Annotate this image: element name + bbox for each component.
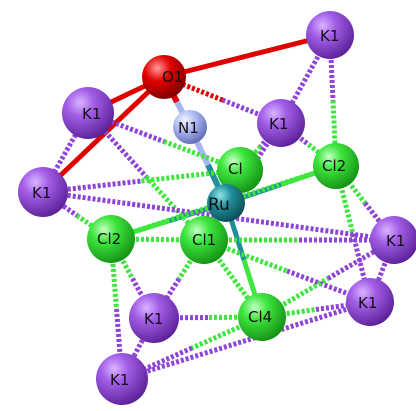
atom-k1g (129, 293, 179, 343)
bond-cl4-k1f-a (261, 307, 317, 320)
atom-label-ru: Ru (208, 195, 230, 215)
atom-k1f (346, 278, 394, 326)
atom-label-n1: N1 (178, 119, 199, 137)
atom-label-k1g: K1 (144, 310, 163, 328)
bond-cl4-k1g-a (207, 314, 263, 320)
atom-label-cl2l: Cl2 (97, 230, 121, 248)
atom-label-k1e: K1 (386, 232, 405, 250)
bond-o1-k1d (41, 75, 166, 194)
atom-cl3 (217, 147, 263, 193)
bond-k1b-cl1-a (86, 111, 148, 179)
atom-n1 (173, 110, 207, 144)
atom-k1e (370, 216, 416, 264)
atom-label-k1d: K1 (32, 184, 51, 202)
atom-k1c (257, 99, 305, 147)
atom-k1d (18, 167, 68, 217)
atom-label-k1h: K1 (110, 371, 129, 389)
atom-k1h (96, 353, 148, 405)
atom-o1 (142, 55, 186, 99)
bond-cl2l-k1h-b (114, 308, 125, 380)
atom-ru (207, 184, 245, 222)
atom-cl4 (238, 293, 286, 341)
bond-o1-k1a (163, 32, 331, 80)
atom-k1b (62, 87, 114, 139)
bond-cl2r-cl2l (110, 163, 337, 242)
bond-k1a-cl2r-b (330, 100, 339, 167)
bond-cl2r-k1e-b (363, 201, 396, 242)
atom-label-k1c: K1 (269, 115, 288, 133)
atom-label-cl2r: Cl2 (322, 157, 346, 175)
atom-label-k1b: K1 (82, 105, 101, 123)
atom-label-cl3: Cl (228, 160, 243, 178)
atom-label-o1: O1 (162, 68, 183, 86)
bond-k1f-k1h (121, 299, 371, 382)
atom-label-cl1: Cl1 (192, 231, 216, 249)
atom-layer (18, 11, 416, 405)
bond-cl1-k1g-b (151, 277, 182, 320)
bond-cl2r-k1f-b (350, 233, 373, 303)
bond-k1b-cl3-a (87, 110, 165, 144)
atom-cl2l (87, 215, 135, 263)
atom-label-cl4: Cl4 (248, 308, 272, 326)
atom-cl1 (180, 216, 228, 264)
atom-label-k1f: K1 (358, 294, 377, 312)
bond-cl4-k1e-b (326, 237, 396, 281)
bond-cl4-k1h-b (120, 345, 194, 382)
atom-label-k1a: K1 (320, 27, 339, 45)
atom-k1a (306, 11, 354, 59)
atom-cl2r (313, 143, 359, 189)
